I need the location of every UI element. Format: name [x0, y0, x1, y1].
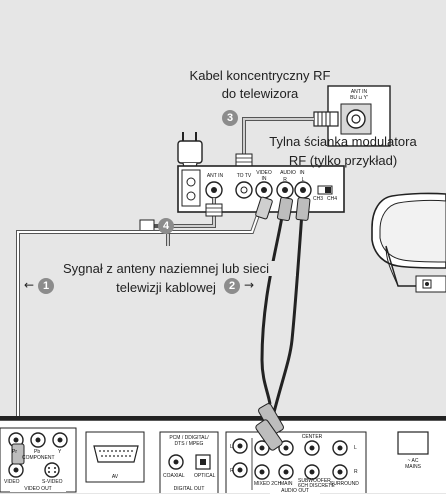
component-label: COMPONENT	[22, 455, 55, 461]
label-signal: Sygnał z anteny naziemnej lub sieci	[36, 261, 296, 276]
subwoofer-label: SUBWOOFER	[298, 478, 331, 484]
label-modulator-2: RF (tylko przykład)	[288, 153, 398, 168]
step-marker-2: 2	[224, 278, 240, 294]
mod-l-label: L	[301, 177, 305, 183]
ac-label: ~ AC	[407, 458, 419, 464]
l1-label: L	[230, 444, 233, 450]
y-label: Y	[58, 449, 62, 455]
audio-out-label: AUDIO OUT	[270, 488, 320, 494]
label-signal-2: telewizji kablowej	[86, 280, 246, 295]
arrow-left-icon: ←	[24, 278, 35, 292]
pr-label: Pr	[12, 449, 17, 455]
main-label: MAIN	[280, 481, 293, 487]
optical-label: OPTICAL	[194, 473, 216, 479]
coaxial-label: COAXIAL	[163, 473, 185, 479]
tv-antenna-input	[313, 85, 391, 147]
mod-video-label: VIDEO	[256, 170, 272, 176]
arrow-right-icon: →	[244, 278, 255, 292]
mod-to-tv-label: TO TV	[236, 173, 252, 179]
label-rf-cable-2: do telewizora	[221, 86, 299, 101]
label-rf-cable: Kabel koncentryczny RF	[189, 68, 331, 83]
mod-ant-in-label: ANT IN	[206, 173, 224, 179]
mod-audio-label: AUDIO	[280, 170, 296, 176]
video-label: VIDEO	[4, 479, 20, 485]
mixed-2ch-label: MIXED 2CH	[254, 481, 282, 487]
r1-label: R	[230, 468, 234, 474]
center-label: CENTER	[301, 434, 323, 440]
mod-audio-in-label: IN	[299, 170, 305, 176]
l2-label: L	[354, 445, 357, 451]
step-marker-1: 1	[38, 278, 54, 294]
player-rear-panel	[0, 403, 446, 493]
r2-label: R	[354, 469, 358, 475]
step-marker-3: 3	[222, 110, 238, 126]
mod-video-in-label: IN	[261, 176, 267, 182]
step-marker-4: 4	[158, 218, 174, 234]
tv-set	[371, 192, 446, 293]
mod-r-label: R	[283, 177, 287, 183]
discrete-label: 6CH DISCRETE	[298, 483, 335, 489]
mod-ch3-label: CH3	[313, 196, 324, 202]
pcm-label: PCM / DDIGITAL/	[169, 435, 209, 441]
digital-out-label: DIGITAL OUT	[164, 486, 214, 492]
pb-label: Pb	[34, 449, 41, 455]
mains-label: MAINS	[405, 464, 421, 470]
mod-ch4-label: CH4	[327, 196, 338, 202]
s-video-label: S-VIDEO	[42, 479, 63, 485]
surround-label: SURROUND	[330, 481, 359, 487]
dts-label: DTS / MPEG	[174, 441, 204, 447]
tv-ant-in-label: ANT IN	[350, 89, 368, 95]
tv-ant-in-sublabel: BU ⊔ Y'	[350, 95, 368, 101]
video-out-label: VIDEO OUT	[10, 486, 66, 492]
av-label: AV	[111, 474, 119, 480]
label-modulator: Tylna ścianka modulatora	[269, 134, 417, 149]
